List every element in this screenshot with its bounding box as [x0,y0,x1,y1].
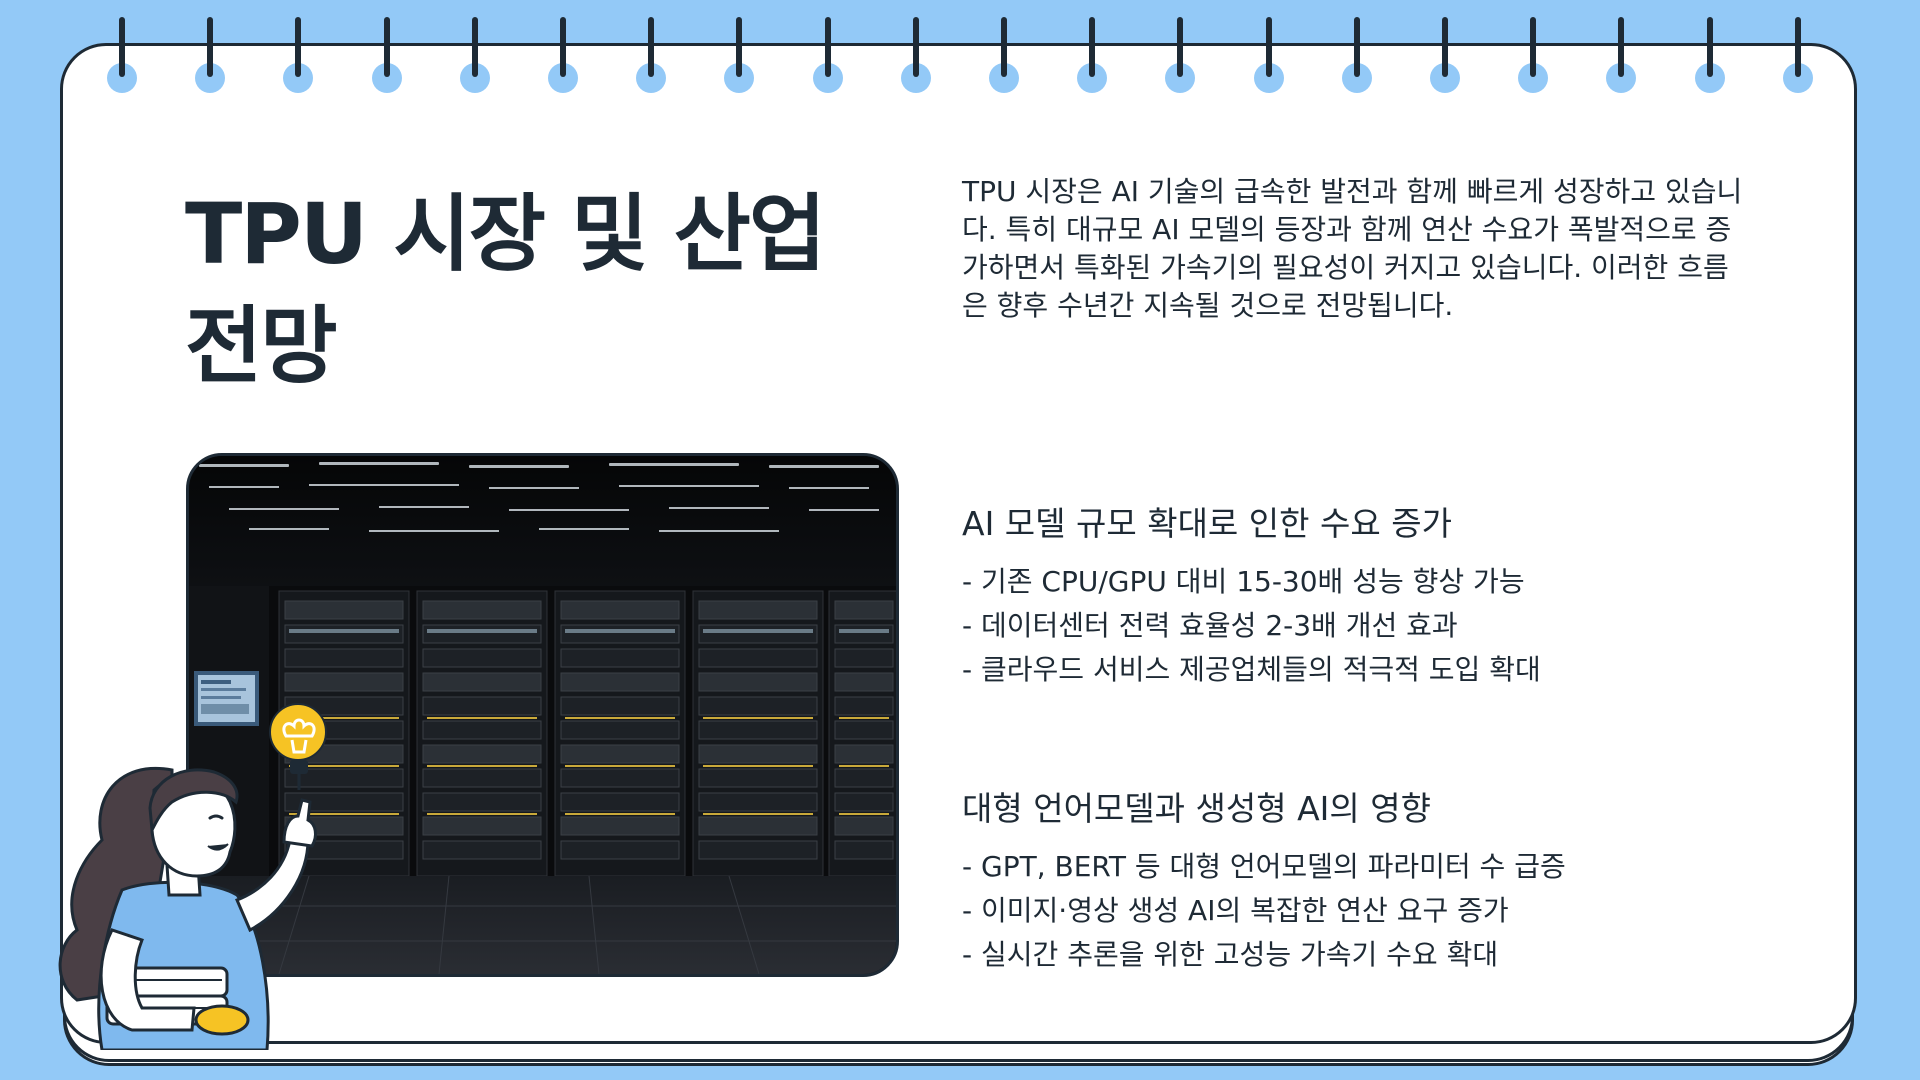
status-led-strip [839,717,889,719]
server-unit [284,792,404,812]
page-title: TPU 시장 및 산업 전망 [185,185,826,395]
server-unit [422,744,542,764]
server-unit [422,672,542,692]
server-unit [698,744,818,764]
server-unit [422,840,542,860]
server-light [289,629,399,633]
list-item: 데이터센터 전력 효율성 2-3배 개선 효과 [962,604,1541,648]
status-led-strip [427,717,537,719]
status-led-strip [839,765,889,767]
status-led-strip [289,813,399,815]
server-unit [284,600,404,620]
server-light [703,629,813,633]
status-led-strip [565,813,675,815]
section-heading-llm: 대형 언어모델과 생성형 AI의 영향 [962,789,1431,828]
server-unit [560,768,680,788]
server-light [565,629,675,633]
server-unit [698,792,818,812]
server-unit [698,600,818,620]
status-led-strip [427,813,537,815]
status-led-strip [427,765,537,767]
section-list-demand: 기존 CPU/GPU 대비 15-30배 성능 향상 가능 데이터센터 전력 효… [962,560,1541,692]
server-unit [422,792,542,812]
server-unit [284,840,404,860]
server-unit [834,672,894,692]
server-unit [560,720,680,740]
woman-with-lightbulb-illustration [22,690,352,1052]
list-item: 이미지·영상 생성 AI의 복잡한 연산 요구 증가 [962,889,1566,933]
server-unit [560,696,680,716]
server-unit [834,648,894,668]
server-unit [560,600,680,620]
server-unit [698,624,818,644]
server-unit [422,648,542,668]
server-light [839,629,889,633]
list-item: 실시간 추론을 위한 고성능 가속기 수요 확대 [962,933,1566,977]
server-unit [834,696,894,716]
server-unit [560,840,680,860]
server-unit [834,840,894,860]
server-unit [560,624,680,644]
server-unit [834,744,894,764]
server-unit [698,648,818,668]
status-led-strip [839,813,889,815]
status-led-strip [703,765,813,767]
list-item: 기존 CPU/GPU 대비 15-30배 성능 향상 가능 [962,560,1541,604]
server-unit [560,672,680,692]
section-list-llm: GPT, BERT 등 대형 언어모델의 파라미터 수 급증 이미지·영상 생성… [962,845,1566,977]
server-unit [698,840,818,860]
server-unit [834,624,894,644]
server-unit [560,744,680,764]
server-unit [422,624,542,644]
server-unit [834,792,894,812]
server-unit [560,792,680,812]
status-led-strip [289,717,399,719]
server-unit [284,624,404,644]
server-unit [422,600,542,620]
server-unit [698,696,818,716]
server-unit [422,696,542,716]
list-item: 클라우드 서비스 제공업체들의 적극적 도입 확대 [962,648,1541,692]
server-unit [834,720,894,740]
server-unit [698,720,818,740]
status-led-strip [703,717,813,719]
list-item: GPT, BERT 등 대형 언어모델의 파라미터 수 급증 [962,845,1566,889]
raised-arm [235,838,310,933]
server-unit [834,768,894,788]
server-unit [834,816,894,836]
server-light [427,629,537,633]
section-heading-demand: AI 모델 규모 확대로 인한 수요 증가 [962,504,1452,543]
server-unit [422,816,542,836]
server-unit [834,600,894,620]
server-unit [284,672,404,692]
server-unit [422,768,542,788]
status-led-strip [289,765,399,767]
status-led-strip [565,765,675,767]
server-unit [560,648,680,668]
server-unit [284,648,404,668]
server-unit [422,720,542,740]
server-unit [560,816,680,836]
server-unit [698,768,818,788]
status-led-strip [703,813,813,815]
server-unit [284,768,404,788]
server-unit [698,672,818,692]
intro-paragraph: TPU 시장은 AI 기술의 급속한 발전과 함께 빠르게 성장하고 있습니다.… [962,175,1743,322]
status-led-strip [565,717,675,719]
server-unit [698,816,818,836]
